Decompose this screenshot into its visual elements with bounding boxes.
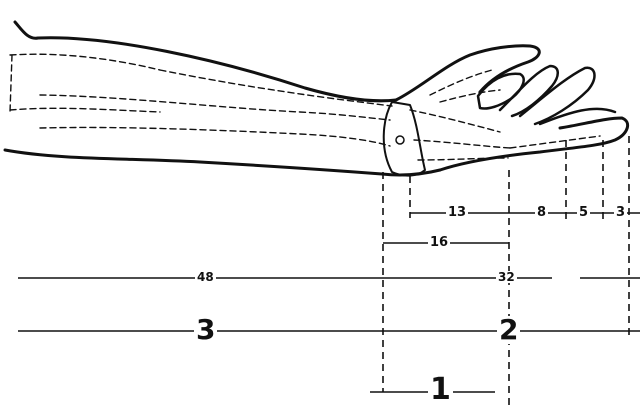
label-5: 5 xyxy=(577,206,590,219)
label-1-large: 1 xyxy=(428,375,453,405)
label-13: 13 xyxy=(446,206,468,219)
label-2-large: 2 xyxy=(497,316,520,344)
label-3-small: 3 xyxy=(614,206,627,219)
label-3-large: 3 xyxy=(194,316,217,344)
bone-ulna xyxy=(40,127,390,146)
wrist-joint-marker xyxy=(396,136,404,144)
label-32: 32 xyxy=(496,271,517,283)
label-16: 16 xyxy=(428,236,450,249)
arm-lower-contour xyxy=(5,150,440,175)
bone-carpals xyxy=(410,110,510,160)
bone-metacarpals xyxy=(430,70,600,148)
label-8: 8 xyxy=(535,206,548,219)
label-48: 48 xyxy=(195,271,216,283)
arm-upper-contour xyxy=(15,22,396,101)
bone-humerus-outline xyxy=(10,54,160,112)
